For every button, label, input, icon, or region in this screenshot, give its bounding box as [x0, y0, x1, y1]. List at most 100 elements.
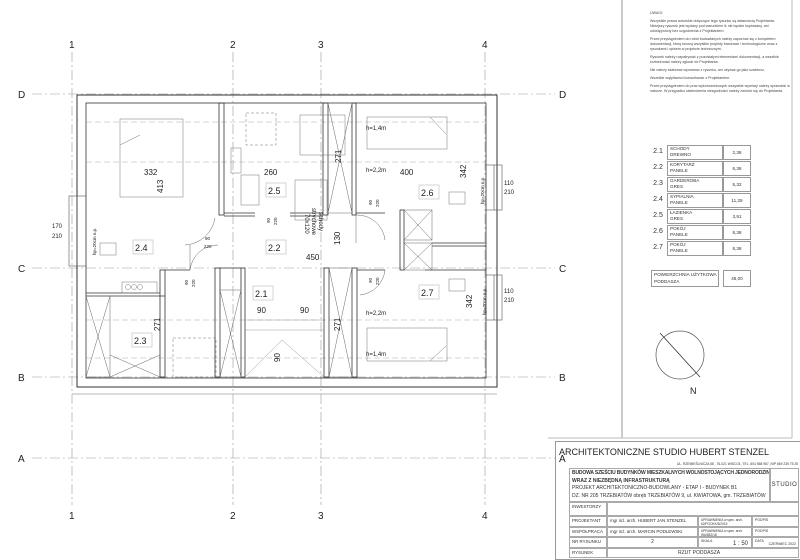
grid-label-col: 3: [318, 40, 324, 51]
door-height: 220: [191, 279, 196, 287]
stairs-text: strychowe: [310, 208, 316, 236]
date-cell: DATA CZERWIEC 2022: [752, 537, 799, 548]
room-table-row: 2.4 SYPIALNIA PANELE 11,29: [651, 193, 751, 208]
room-number-2-5: 2.5: [268, 186, 281, 196]
total-label-line: PODDASZA: [654, 279, 680, 284]
grid-label-col: 1: [69, 40, 75, 51]
room-name-cell: KORYTARZ PANELE: [667, 161, 723, 176]
note: Nie należy skalować wymiarów z rysunku, …: [650, 68, 765, 72]
room-area: 8,38: [723, 241, 751, 256]
door-height: 220: [375, 199, 380, 207]
room-name-cell: POKÓJ PANELE: [667, 225, 723, 240]
height-label: h=2,2m: [366, 311, 386, 317]
date-value: CZERWIEC 2022: [768, 542, 796, 546]
total-area-label: POWIERZCHNIA UŻYTKOWA PODDASZA: [651, 270, 719, 287]
total-area-row: POWIERZCHNIA UŻYTKOWA PODDASZA 46,00: [651, 270, 751, 287]
room-finish: GRES: [670, 216, 684, 221]
room-name: GARDEROBA: [670, 178, 700, 183]
room-table-row: 2.3 GARDEROBA GRES 5,32: [651, 177, 751, 192]
room-labels: 2.1 2.2 2.3 2.4 2.5 2.6 2.7: [131, 182, 440, 348]
drawing-title: RZUT PODDASZA: [607, 548, 799, 558]
sill-height: hp=20cm n.p.: [482, 288, 487, 315]
dim-label: 342: [465, 294, 474, 308]
room-number: 2.6: [653, 228, 663, 235]
general-notes: UWAGI: Wszystkie prawa autorskie dotyczą…: [650, 11, 790, 97]
room-finish: GRES: [670, 184, 684, 189]
stairs-text: schody: [317, 212, 323, 231]
scale-label: SKALA: [701, 539, 713, 543]
grid-label-col: 2: [230, 40, 236, 51]
room-name-cell: GARDEROBA GRES: [667, 177, 723, 192]
studio-logo: STUDIO: [770, 468, 799, 502]
room-number-2-4: 2.4: [135, 243, 148, 253]
cooperation-label: WSPÓŁPRACA: [569, 527, 607, 537]
room-name: POKÓJ: [670, 226, 686, 231]
designer-license: UPRAWNIENIA w spec. arch. 62/POOKK/5/201…: [698, 516, 752, 527]
signature-label: PODPIS: [752, 516, 799, 527]
dim-label: 271: [333, 317, 342, 331]
room-area: 6,36: [723, 161, 751, 176]
total-label-line: POWIERZCHNIA UŻYTKOWA: [654, 272, 717, 277]
room-number-2-2: 2.2: [268, 243, 281, 253]
stairs-text: 70x120: [303, 214, 309, 234]
grid-label-col: 2: [230, 511, 236, 522]
note: Przed przystąpieniem do robót budowlanyc…: [650, 37, 778, 51]
dim-label: 130: [333, 231, 342, 245]
drawing-number-label: NR RYSUNKU: [569, 537, 607, 548]
sill-labels: hp=20cm n.p. hp=20cm n.p. hp=20cm n.p.: [92, 177, 487, 315]
dim-label: 260: [264, 168, 278, 177]
room-name-cell: SYPIALNIA PANELE: [667, 193, 723, 208]
project-description: BUDOWA SZEŚCIU BUDYNKÓW MIESZKALNYCH WOL…: [569, 468, 770, 502]
dim-label: 90: [257, 306, 266, 315]
project-line: BUDOWA SZEŚCIU BUDYNKÓW MIESZKALNYCH WOL…: [572, 470, 770, 476]
dim-label: 400: [400, 168, 414, 177]
floor-plan: [68, 94, 503, 395]
note: Wszelkie wątpliwości konsultować z Proje…: [650, 76, 731, 80]
notes-title: UWAGI:: [650, 11, 664, 15]
cooperation-license: UPRAWNIENIA w spec. arch. WA/852/18: [698, 527, 752, 537]
door-height: 220: [204, 244, 212, 249]
room-name-cell: POKÓJ PANELE: [667, 241, 723, 256]
room-name-cell: SCHODY DREWNO: [667, 145, 723, 160]
total-area-value: 46,00: [723, 270, 751, 287]
room-finish: PANELE: [670, 248, 688, 253]
north-label: N: [690, 386, 697, 396]
door-width: 90: [368, 277, 373, 283]
title-block: ARCHITEKTONICZNE STUDIO HUBERT STENZEL U…: [555, 441, 800, 560]
studio-name: ARCHITEKTONICZNE STUDIO HUBERT STENZEL: [559, 447, 770, 457]
room-number: 2.4: [653, 196, 663, 203]
studio-address: UL. RZEMIEŚLNICZA 58 , 76-021 WISCOŁ, TE…: [676, 462, 798, 466]
grid-label-row: A: [559, 454, 566, 465]
signature-label: PODPIS: [752, 527, 799, 537]
room-table-row: 2.2 KORYTARZ PANELE 6,36: [651, 161, 751, 176]
room-area: 5,32: [723, 177, 751, 192]
project-line: DZ. NR 205 TRZEBIATÓW obręb TRZEBIATÓW 9…: [572, 492, 766, 499]
window-width: 110: [504, 181, 514, 187]
room-area: 11,29: [723, 193, 751, 208]
room-name-cell: ŁAZIENKA GRES: [667, 209, 723, 224]
height-label: h=1,4m: [366, 126, 386, 132]
room-finish: PANELE: [670, 168, 688, 173]
room-table-row: 2.6 POKÓJ PANELE 8,38: [651, 225, 751, 240]
grid-label-row: B: [18, 373, 25, 384]
date-label: DATA: [755, 539, 764, 543]
dim-label: 450: [306, 253, 320, 262]
dim-label: 342: [459, 164, 468, 178]
grid-lines: [32, 52, 555, 505]
room-table-row: 2.1 SCHODY DREWNO 2,36: [651, 145, 751, 160]
investor-label: INWESTORZY: [569, 502, 607, 516]
door-labels: 90 220 90 220 90 220 90 220 90 220: [184, 199, 380, 287]
room-name: SCHODY: [670, 146, 690, 151]
grid-label-row: C: [559, 264, 566, 275]
grid-labels: 1 2 3 4 1 2 3 4 D C B A D C B A: [18, 40, 566, 522]
grid-label-row: B: [559, 373, 566, 384]
project-line: WRAZ Z NIEZBĘDNĄ INFRASTRUKTURĄ: [572, 477, 670, 484]
dim-label: 271: [153, 317, 162, 331]
room-area: 8,38: [723, 225, 751, 240]
door-width: 90: [266, 217, 271, 223]
door-height: 220: [273, 217, 278, 225]
door-height: 220: [375, 277, 380, 285]
door-width: 90: [205, 236, 211, 241]
cooperation-name: mgr inż. arch. MARCIN PODLEWSKI: [607, 527, 698, 537]
